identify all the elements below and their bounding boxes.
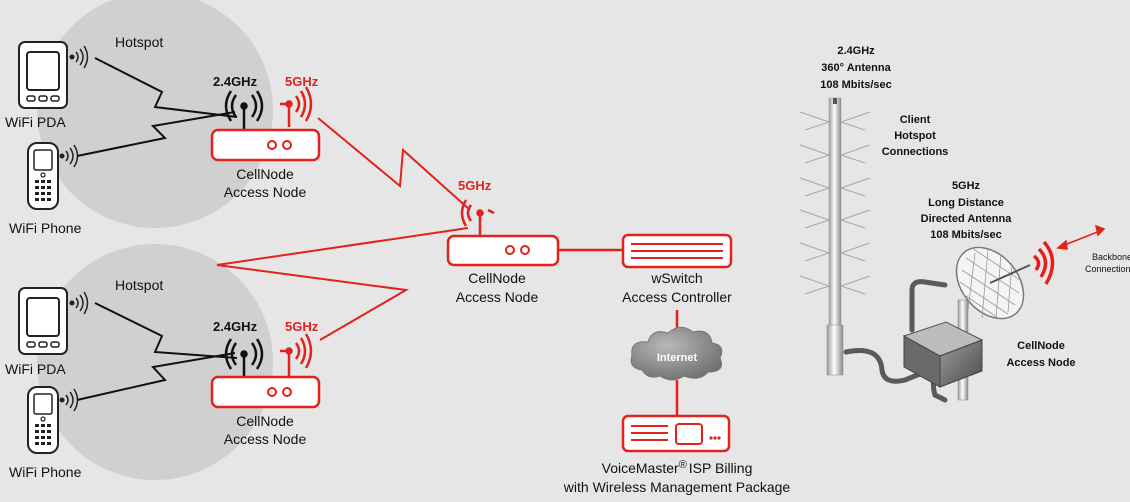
wifi-signal-icon: [69, 45, 89, 69]
antenna-5ghz-icon: [460, 199, 495, 236]
omni-antenna-icon: [799, 97, 871, 376]
cellnode-device: [446, 234, 560, 267]
wswitch: wSwitch Access Controller: [621, 233, 733, 305]
wifi-signal-icon: [59, 388, 79, 412]
voicemaster: VoiceMaster®ISP Billing with Wireless Ma…: [563, 414, 791, 495]
client-caption: Connections: [882, 146, 949, 158]
backbone-caption: Connection: [1085, 264, 1130, 274]
cellnode-device: [210, 375, 321, 409]
backbone-arrow-icon: [1056, 224, 1106, 250]
backbone-caption: Backbone: [1092, 252, 1130, 262]
phone-icon: [27, 386, 59, 454]
wifi-signal-icon: [69, 291, 89, 315]
cellnode-label: Access Node: [224, 431, 307, 447]
registered-mark: ®: [679, 459, 687, 471]
cellnode-label: CellNode: [236, 413, 294, 429]
hotspot-title: Hotspot: [115, 277, 163, 293]
voicemaster-label: VoiceMaster®ISP Billing: [602, 459, 753, 476]
wireless-link: [76, 352, 236, 401]
antenna-24-icon: [224, 338, 264, 377]
dish-caption: Directed Antenna: [921, 213, 1013, 225]
pda-label: WiFi PDA: [5, 361, 66, 377]
hotspot-area: [37, 0, 273, 228]
phone-label: WiFi Phone: [9, 464, 82, 480]
wswitch-label: wSwitch: [650, 270, 702, 286]
backhaul-link: [317, 117, 471, 211]
cellnode-label: CellNode: [468, 270, 526, 286]
band-label-24ghz: 2.4GHz: [213, 319, 258, 334]
phone-icon: [27, 142, 59, 210]
pda-icon: [18, 41, 68, 109]
wswitch-device: [621, 233, 733, 269]
cellnode-label: Access Node: [224, 184, 307, 200]
grid-dish-antenna-icon: [955, 246, 1031, 320]
antenna-24-caption: 108 Mbits/sec: [820, 79, 892, 91]
hotspot-top: Hotspot WiFi PDA: [5, 0, 321, 236]
voicemaster-label: with Wireless Management Package: [563, 479, 791, 495]
client-caption: Hotspot: [894, 130, 936, 142]
band-label-5ghz: 5GHz: [285, 74, 319, 89]
cellnode-enclosure-icon: [902, 321, 984, 388]
band-label-5ghz: 5GHz: [285, 319, 319, 334]
antenna-5ghz-icon: [280, 333, 313, 377]
wireless-link: [76, 111, 236, 157]
cellnode-caption: CellNode: [1017, 340, 1065, 352]
voicemaster-name: VoiceMaster: [602, 460, 679, 476]
hardware-illustration: 2.4GHz 360° Antenna 108 Mbits/sec Client…: [799, 45, 1130, 403]
antenna-24-caption: 2.4GHz: [837, 45, 875, 57]
wireless-link: [94, 302, 238, 359]
internet-label: Internet: [657, 352, 698, 364]
client-caption: Client: [900, 114, 931, 126]
wswitch-label: Access Controller: [622, 289, 732, 305]
cellnode-device: [210, 128, 321, 162]
band-label-5ghz: 5GHz: [458, 178, 492, 193]
internet-cloud: Internet: [630, 326, 723, 381]
cellnode-label: CellNode: [236, 166, 294, 182]
antenna-5ghz-icon: [280, 86, 313, 127]
phone-label: WiFi Phone: [9, 220, 82, 236]
backbone-signal-icon: [1032, 240, 1055, 285]
pda-label: WiFi PDA: [5, 114, 66, 130]
dish-caption: 108 Mbits/sec: [930, 229, 1002, 241]
pda-icon: [18, 287, 68, 355]
band-label-24ghz: 2.4GHz: [213, 74, 258, 89]
backhaul-link: [216, 227, 469, 341]
cellnode-caption: Access Node: [1006, 357, 1075, 369]
hotspot-title: Hotspot: [115, 34, 163, 50]
dish-caption: 5GHz: [952, 180, 981, 192]
center-node: 5GHz CellNode Access Node: [446, 178, 560, 305]
billing-server-device: [621, 414, 731, 453]
antenna-24-caption: 360° Antenna: [821, 62, 891, 74]
hotspot-bottom: Hotspot WiFi PDA: [5, 244, 321, 480]
voicemaster-suffix: ISP Billing: [689, 460, 753, 476]
dish-caption: Long Distance: [928, 197, 1004, 209]
cellnode-label: Access Node: [456, 289, 539, 305]
wireless-link: [94, 57, 238, 118]
antenna-24-icon: [224, 90, 264, 130]
